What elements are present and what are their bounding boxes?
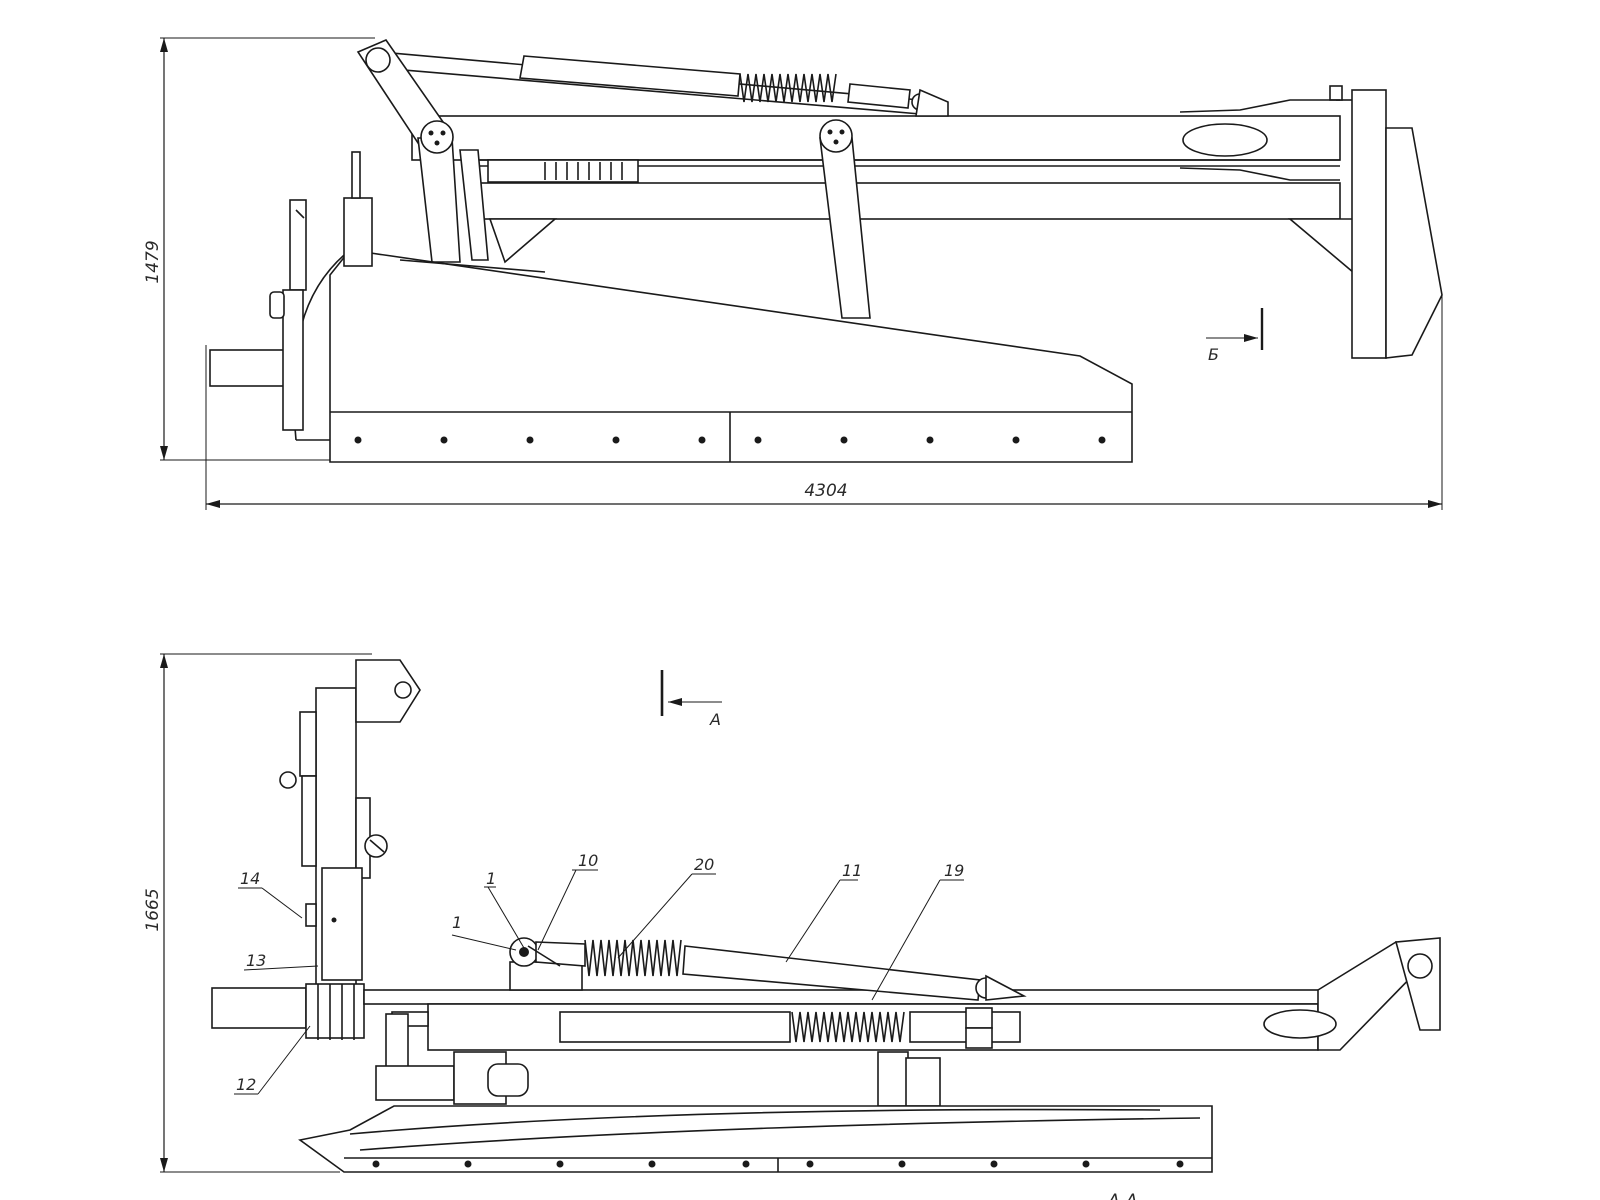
- spring-under-frame: [487, 159, 639, 183]
- dim-height-label-top: 1479: [143, 240, 163, 283]
- blade-bolts-top: [354, 436, 1106, 444]
- callout-11: 11: [842, 861, 862, 880]
- dim-height-label-bottom: 1665: [143, 888, 163, 931]
- dimension-width-top: 4304: [205, 295, 1443, 510]
- callout-12: 12: [236, 1075, 256, 1094]
- hitch-bracket: [211, 983, 365, 1040]
- rear-plate: [1329, 85, 1443, 359]
- spring-in-frame: [791, 1007, 1021, 1049]
- callouts: 1 1 10 20 11 19 14 13: [234, 851, 964, 1095]
- callout-20: 20: [694, 855, 714, 874]
- dimension-height-bottom: 1665: [143, 653, 372, 1173]
- main-frame-bottom: [363, 937, 1441, 1051]
- blade-bolts-bottom: [372, 1160, 1184, 1168]
- callout-1b: 1: [452, 913, 462, 932]
- boom-frame: [411, 115, 1361, 280]
- section-label-aa: А-А: [1107, 1191, 1137, 1200]
- top-view: 1479 4304: [143, 37, 1443, 510]
- blade-top: [292, 249, 1133, 463]
- spring-coils-top: [739, 73, 837, 103]
- callout-10: 10: [578, 851, 598, 870]
- carriage-left: [375, 1013, 529, 1105]
- support-arm-left: [417, 120, 489, 263]
- hitch-ellipse: [1179, 99, 1340, 181]
- dimension-height-top: 1479: [143, 37, 375, 461]
- dim-width-label-top: 4304: [804, 481, 847, 501]
- section-marker-a: А: [660, 670, 722, 729]
- spring-coils-bottom: [584, 939, 682, 977]
- carriage-right: [877, 1051, 941, 1107]
- callout-13: 13: [246, 951, 266, 970]
- support-arm-right: [819, 119, 871, 319]
- section-mark-b: Б: [1208, 345, 1219, 364]
- callout-19: 19: [944, 861, 964, 880]
- bottom-view: 1665 А: [143, 653, 1441, 1200]
- hydraulic-cylinder-bottom: [509, 937, 1027, 1001]
- mast: [279, 659, 421, 989]
- callout-1a: 1: [486, 869, 496, 888]
- left-mount-top: [209, 151, 373, 431]
- section-marker-b: Б: [1206, 308, 1264, 364]
- hydraulic-cylinder-top: [379, 51, 949, 117]
- section-mark-a: А: [709, 710, 721, 729]
- callout-14: 14: [240, 869, 260, 888]
- blade-bottom: [298, 1105, 1213, 1173]
